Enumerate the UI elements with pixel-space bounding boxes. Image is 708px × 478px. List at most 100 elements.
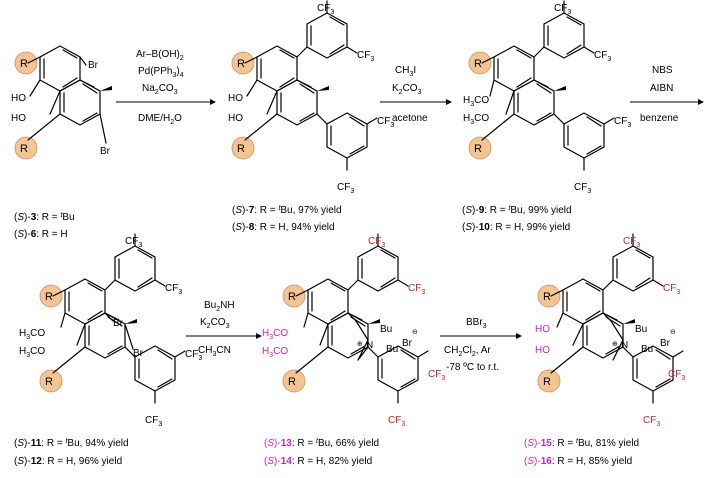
r-label: R xyxy=(474,58,482,70)
r-group-highlight xyxy=(537,369,561,393)
cf3-label: CF3 xyxy=(125,236,142,249)
cf3-label: CF3 xyxy=(623,236,640,249)
br-label: Br xyxy=(88,60,99,71)
cf3-label: CF3 xyxy=(317,3,334,16)
label-15: (S)-15: R = tBu, 81% yield xyxy=(524,438,639,450)
cf3-label: CF3 xyxy=(554,3,571,16)
label-10: (S)-10: R = H, 99% yield xyxy=(462,222,570,233)
cf3-label: CF3 xyxy=(185,349,202,362)
plus-charge: ⊕ xyxy=(357,341,363,348)
cf3-label: CF3 xyxy=(377,116,394,129)
svg-text:NBS: NBS xyxy=(652,65,673,76)
r-label: R xyxy=(288,376,296,388)
compound-3: R R Br Br HO HO xyxy=(11,45,113,160)
r-group-highlight xyxy=(537,284,561,308)
label-8: (S)-8: R = H, 94% yield xyxy=(232,222,335,233)
label-9: (S)-9: R = tBu, 99% yield xyxy=(462,205,572,217)
n-label: N xyxy=(366,340,373,351)
svg-text:Ar–B(OH)2: Ar–B(OH)2 xyxy=(136,49,184,62)
h3co-label: H3CO xyxy=(19,346,45,359)
svg-text:CH3CN: CH3CN xyxy=(198,345,231,358)
bu-label: Bu xyxy=(380,324,392,335)
br-label: Br xyxy=(100,146,111,157)
ho-label: HO xyxy=(228,93,243,104)
compound-7: R R HO HO CF3 CF3 CF3 CF3 xyxy=(228,0,394,195)
cf3-label: CF3 xyxy=(408,283,425,296)
bromide-label: Br xyxy=(660,338,671,349)
r-group-highlight xyxy=(468,51,492,75)
cf3-label: CF3 xyxy=(663,283,680,296)
svg-text:CH2Cl2, Ar: CH2Cl2, Ar xyxy=(444,345,491,358)
r-group-highlight xyxy=(39,369,63,393)
conditions-step3: NBS AIBN benzene xyxy=(640,65,679,124)
label-14: (S)-14: R = H, 82% yield xyxy=(264,456,372,467)
r-group-highlight xyxy=(231,136,255,160)
svg-text:Pd(PPh3)4: Pd(PPh3)4 xyxy=(138,66,184,79)
ho-label: HO xyxy=(228,113,243,124)
r-label: R xyxy=(45,376,53,388)
svg-text:CH3I: CH3I xyxy=(395,65,416,78)
h3co-label: H3CO xyxy=(262,346,288,359)
minus-charge: ⊖ xyxy=(412,329,418,336)
h3co-label: H3CO xyxy=(19,328,45,341)
cf3-label: CF3 xyxy=(357,50,374,63)
svg-text:BBr3: BBr3 xyxy=(466,317,487,330)
r-label: R xyxy=(543,376,551,388)
compound-13: R R H3CO H3CO ⊕ N Bu Bu Br ⊖ CF3 CF3 CF3… xyxy=(262,233,445,428)
bu-label: Bu xyxy=(386,344,398,355)
label-16: (S)-16: R = H, 85% yield xyxy=(524,456,632,467)
cf3-label: CF3 xyxy=(388,415,405,428)
bromide-label: Br xyxy=(402,338,413,349)
ho-label: HO xyxy=(535,345,550,356)
r-label: R xyxy=(288,291,296,303)
svg-text:-78 ºC to r.t.: -78 ºC to r.t. xyxy=(446,362,499,373)
br-label: Br xyxy=(113,318,124,329)
minus-charge: ⊖ xyxy=(670,329,676,336)
h3co-label: H3CO xyxy=(463,95,489,108)
r-label: R xyxy=(237,58,245,70)
svg-text:K2CO3: K2CO3 xyxy=(392,83,422,96)
cf3-label: CF3 xyxy=(368,236,385,249)
r-group-highlight xyxy=(468,136,492,160)
br-label: Br xyxy=(133,348,144,359)
svg-text:Na2CO3: Na2CO3 xyxy=(142,83,178,96)
r-group-highlight xyxy=(39,284,63,308)
r-label: R xyxy=(20,58,28,70)
bu-label: Bu xyxy=(635,324,647,335)
label-6: (S)-6: R = H xyxy=(14,229,68,240)
cf3-label: CF3 xyxy=(574,182,591,195)
cf3-label: CF3 xyxy=(428,369,445,382)
svg-text:DME/H2O: DME/H2O xyxy=(138,113,182,126)
bu-label: Bu xyxy=(641,344,653,355)
svg-text:acetone: acetone xyxy=(392,113,428,124)
label-13: (S)-13: R = tBu, 66% yield xyxy=(264,438,379,450)
cf3-label: CF3 xyxy=(165,283,182,296)
h3co-label: H3CO xyxy=(463,113,489,126)
r-label: R xyxy=(45,291,53,303)
cf3-label: CF3 xyxy=(643,415,660,428)
cf3-label: CF3 xyxy=(145,415,162,428)
h3co-label: H3CO xyxy=(262,328,288,341)
label-12: (S)-12: R = H, 96% yield xyxy=(14,456,122,467)
label-3: (S)-3: R = tBu xyxy=(14,212,75,224)
label-7: (S)-7: R = tBu, 97% yield xyxy=(232,205,342,217)
cf3-label: CF3 xyxy=(668,369,685,382)
n-label: N xyxy=(621,340,628,351)
r-label: R xyxy=(543,291,551,303)
svg-text:benzene: benzene xyxy=(640,113,679,124)
svg-text:Bu2NH: Bu2NH xyxy=(204,300,235,313)
r-group-highlight xyxy=(282,369,306,393)
label-11: (S)-11: R = tBu, 94% yield xyxy=(14,438,129,450)
compound-9: R R H3CO H3CO CF3 CF3 CF3 CF3 xyxy=(463,0,631,195)
r-label: R xyxy=(474,143,482,155)
svg-text:AIBN: AIBN xyxy=(650,83,673,94)
conditions-step1: Ar–B(OH)2 Pd(PPh3)4 Na2CO3 DME/H2O xyxy=(136,49,184,126)
r-label: R xyxy=(237,143,245,155)
cf3-label: CF3 xyxy=(594,50,611,63)
conditions-step2: CH3I K2CO3 acetone xyxy=(392,65,428,124)
r-group-highlight xyxy=(14,51,38,75)
svg-text:K2CO3: K2CO3 xyxy=(200,317,230,330)
cf3-label: CF3 xyxy=(614,116,631,129)
plus-charge: ⊕ xyxy=(612,341,618,348)
